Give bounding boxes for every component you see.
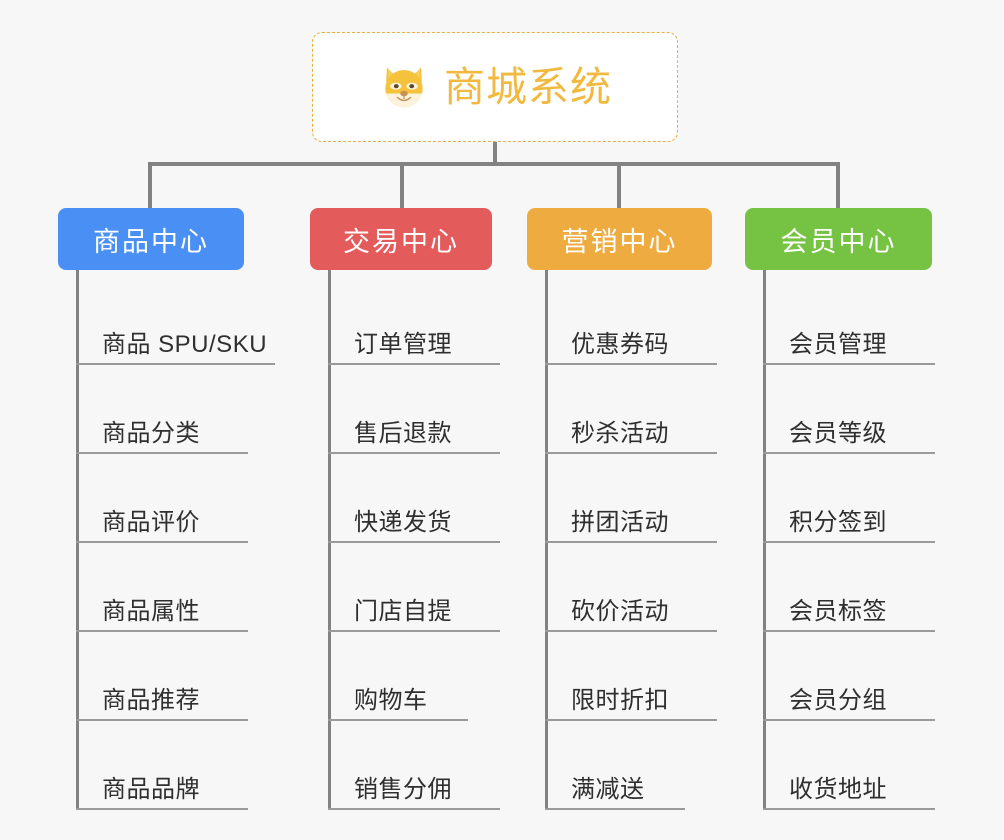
leaf-item-label: 购物车 <box>354 687 428 714</box>
leaf-item-label: 满减送 <box>571 776 645 803</box>
leaf-item[interactable]: 购物车 <box>328 632 468 721</box>
connector-drop-4 <box>836 162 840 208</box>
category-header-3-label: 营销中心 <box>561 226 678 257</box>
column-spine-3 <box>545 270 548 810</box>
leaf-item-label: 售后退款 <box>354 420 452 447</box>
category-header-2[interactable]: 交易中心 <box>310 208 492 270</box>
category-header-3[interactable]: 营销中心 <box>527 208 712 270</box>
category-column-1: 商品中心 商品 SPU/SKU 商品分类 商品评价 商品属性 商品推荐 商品品牌 <box>58 208 275 810</box>
category-column-3: 营销中心 优惠券码 秒杀活动 拼团活动 砍价活动 限时折扣 满减送 <box>527 208 717 810</box>
connector-bus <box>150 162 839 166</box>
root-node[interactable]: 商城系统 <box>312 32 678 142</box>
leaf-item[interactable]: 商品评价 <box>76 454 248 543</box>
leaf-item-label: 会员等级 <box>789 420 887 447</box>
category-header-1-label: 商品中心 <box>93 226 209 257</box>
root-title: 商城系统 <box>444 63 612 110</box>
leaf-item-label: 商品评价 <box>102 509 200 536</box>
leaf-item[interactable]: 门店自提 <box>328 543 500 632</box>
leaf-item[interactable]: 限时折扣 <box>545 632 717 721</box>
category-header-1[interactable]: 商品中心 <box>58 208 244 270</box>
leaf-item-label: 会员分组 <box>789 687 887 714</box>
leaf-item[interactable]: 售后退款 <box>328 365 500 454</box>
leaf-item-label: 商品推荐 <box>102 687 200 714</box>
leaf-item-label: 订单管理 <box>354 331 452 358</box>
leaf-item-label: 销售分佣 <box>354 776 452 803</box>
leaf-item[interactable]: 商品分类 <box>76 365 248 454</box>
leaf-list-4: 会员管理 会员等级 积分签到 会员标签 会员分组 收货地址 <box>745 270 935 810</box>
leaf-item-label: 收货地址 <box>789 776 887 803</box>
connector-drop-3 <box>617 162 621 208</box>
leaf-item[interactable]: 会员等级 <box>763 365 935 454</box>
leaf-item[interactable]: 积分签到 <box>763 454 935 543</box>
leaf-item-label: 秒杀活动 <box>571 420 669 447</box>
leaf-item[interactable]: 砍价活动 <box>545 543 717 632</box>
leaf-item-label: 限时折扣 <box>571 687 669 714</box>
leaf-item[interactable]: 秒杀活动 <box>545 365 717 454</box>
leaf-item-label: 商品品牌 <box>102 776 200 803</box>
leaf-item[interactable]: 收货地址 <box>763 721 935 810</box>
connector-drop-1 <box>148 162 152 208</box>
leaf-item-label: 积分签到 <box>789 509 887 536</box>
connector-drop-2 <box>400 162 404 208</box>
leaf-item[interactable]: 销售分佣 <box>328 721 500 810</box>
leaf-item[interactable]: 拼团活动 <box>545 454 717 543</box>
column-spine-2 <box>328 270 331 810</box>
leaf-item[interactable]: 商品推荐 <box>76 632 248 721</box>
category-header-4-label: 会员中心 <box>780 226 897 257</box>
leaf-item-label: 砍价活动 <box>571 598 669 625</box>
leaf-item[interactable]: 快递发货 <box>328 454 500 543</box>
leaf-item-label: 快递发货 <box>354 509 452 536</box>
category-header-2-label: 交易中心 <box>343 226 459 257</box>
leaf-item-label: 商品属性 <box>102 598 200 625</box>
leaf-item[interactable]: 满减送 <box>545 721 685 810</box>
column-spine-1 <box>76 270 79 810</box>
shiba-dog-icon <box>385 67 423 108</box>
leaf-list-2: 订单管理 售后退款 快递发货 门店自提 购物车 销售分佣 <box>310 270 500 810</box>
leaf-item[interactable]: 商品 SPU/SKU <box>76 276 275 365</box>
connector-root-stem <box>493 142 497 164</box>
column-spine-4 <box>763 270 766 810</box>
leaf-item[interactable]: 优惠券码 <box>545 276 717 365</box>
category-column-2: 交易中心 订单管理 售后退款 快递发货 门店自提 购物车 销售分佣 <box>310 208 500 810</box>
leaf-item-label: 拼团活动 <box>571 509 669 536</box>
leaf-item[interactable]: 商品属性 <box>76 543 248 632</box>
leaf-item-label: 商品 SPU/SKU <box>102 331 268 358</box>
leaf-item-label: 会员标签 <box>789 598 887 625</box>
leaf-item[interactable]: 会员管理 <box>763 276 935 365</box>
leaf-item[interactable]: 订单管理 <box>328 276 500 365</box>
leaf-item-label: 会员管理 <box>789 331 887 358</box>
category-header-4[interactable]: 会员中心 <box>745 208 932 270</box>
leaf-item-label: 优惠券码 <box>571 331 669 358</box>
leaf-item[interactable]: 会员分组 <box>763 632 935 721</box>
leaf-item[interactable]: 商品品牌 <box>76 721 248 810</box>
leaf-list-3: 优惠券码 秒杀活动 拼团活动 砍价活动 限时折扣 满减送 <box>527 270 717 810</box>
category-column-4: 会员中心 会员管理 会员等级 积分签到 会员标签 会员分组 收货地址 <box>745 208 935 810</box>
leaf-item[interactable]: 会员标签 <box>763 543 935 632</box>
leaf-item-label: 商品分类 <box>102 420 200 447</box>
leaf-item-label: 门店自提 <box>354 598 452 625</box>
leaf-list-1: 商品 SPU/SKU 商品分类 商品评价 商品属性 商品推荐 商品品牌 <box>58 270 275 810</box>
